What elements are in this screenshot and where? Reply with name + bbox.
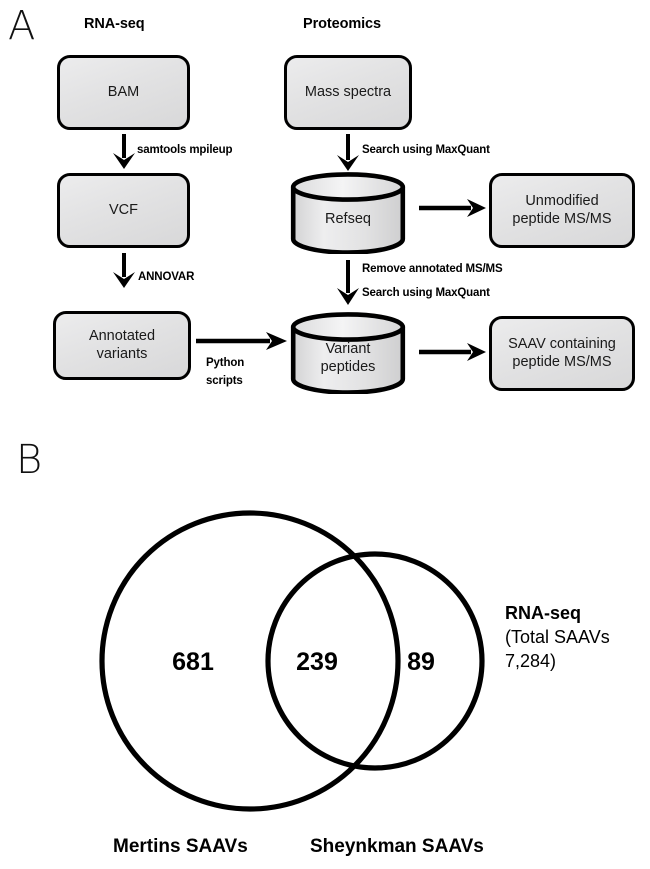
node-saav-containing-peptide-msms: SAAV containing peptide MS/MS <box>489 316 635 391</box>
venn-annotation: RNA-seq (Total SAAVs 7,284) <box>505 602 650 673</box>
node-unmodified-peptide-label-line2: peptide MS/MS <box>512 210 612 227</box>
node-annotated-variants-label-line1: Annotated <box>88 327 156 344</box>
venn-circles <box>99 510 485 812</box>
edge-label-samtools-mpileup: samtools mpileup <box>137 144 233 156</box>
node-mass-spectra: Mass spectra <box>284 55 412 130</box>
venn-diagram <box>0 430 650 869</box>
node-annotated-variants-label-line2: variants <box>96 345 148 362</box>
column-header-proteomics: Proteomics <box>303 16 381 32</box>
node-saav-peptide-label-line2: peptide MS/MS <box>512 353 612 370</box>
node-annotated-variants: Annotated variants <box>53 311 191 380</box>
venn-count-right-only: 89 <box>407 648 435 676</box>
arrow-mass-spectra-to-refseq <box>333 134 363 172</box>
column-header-rnaseq: RNA-seq <box>84 16 145 32</box>
arrow-vcf-to-annotated-variants <box>109 253 139 289</box>
arrow-annotated-variants-to-variant-peptides <box>196 331 288 351</box>
edge-label-search-maxquant-top: Search using MaxQuant <box>362 144 490 156</box>
arrow-refseq-to-variant-peptides <box>333 260 363 306</box>
panel-b-letter: B <box>16 437 43 483</box>
edge-label-python-scripts-line1: Python <box>206 357 245 369</box>
node-unmodified-peptide-msms: Unmodified peptide MS/MS <box>489 173 635 248</box>
edge-label-python-scripts: Python scripts <box>206 355 244 391</box>
node-refseq-database: Refseq <box>290 172 406 254</box>
venn-annotation-title: RNA-seq <box>505 603 582 623</box>
node-unmodified-peptide-label-line1: Unmodified <box>525 192 599 209</box>
node-vcf-label: VCF <box>109 201 138 218</box>
node-bam-label: BAM <box>107 83 140 100</box>
arrow-refseq-to-unmodified-peptide <box>419 198 487 218</box>
arrow-variant-peptides-to-saav-peptide <box>419 342 487 362</box>
node-variant-peptides-database: Variant peptides <box>290 312 406 394</box>
venn-annotation-subtitle-line2: 7,284) <box>505 650 557 671</box>
venn-count-left-only: 681 <box>172 648 214 676</box>
venn-circle-right <box>265 551 485 771</box>
panel-a-letter: A <box>8 3 36 49</box>
venn-count-intersection: 239 <box>296 648 338 676</box>
edge-label-search-maxquant-second: Search using MaxQuant <box>362 287 490 299</box>
edge-label-python-scripts-line2: scripts <box>206 374 243 387</box>
node-saav-peptide-label-line1: SAAV containing <box>508 335 616 352</box>
arrow-bam-to-vcf <box>109 134 139 170</box>
node-mass-spectra-label: Mass spectra <box>304 83 392 100</box>
venn-annotation-subtitle-line1: (Total SAAVs <box>505 626 610 647</box>
venn-set-label-right: Sheynkman SAAVs <box>310 836 484 857</box>
node-bam: BAM <box>57 55 190 130</box>
node-vcf: VCF <box>57 173 190 248</box>
venn-circle-left <box>99 510 401 812</box>
edge-label-annovar: ANNOVAR <box>138 271 195 283</box>
edge-label-remove-annotated-msms: Remove annotated MS/MS <box>362 263 503 275</box>
venn-set-label-left: Mertins SAAVs <box>113 836 248 857</box>
